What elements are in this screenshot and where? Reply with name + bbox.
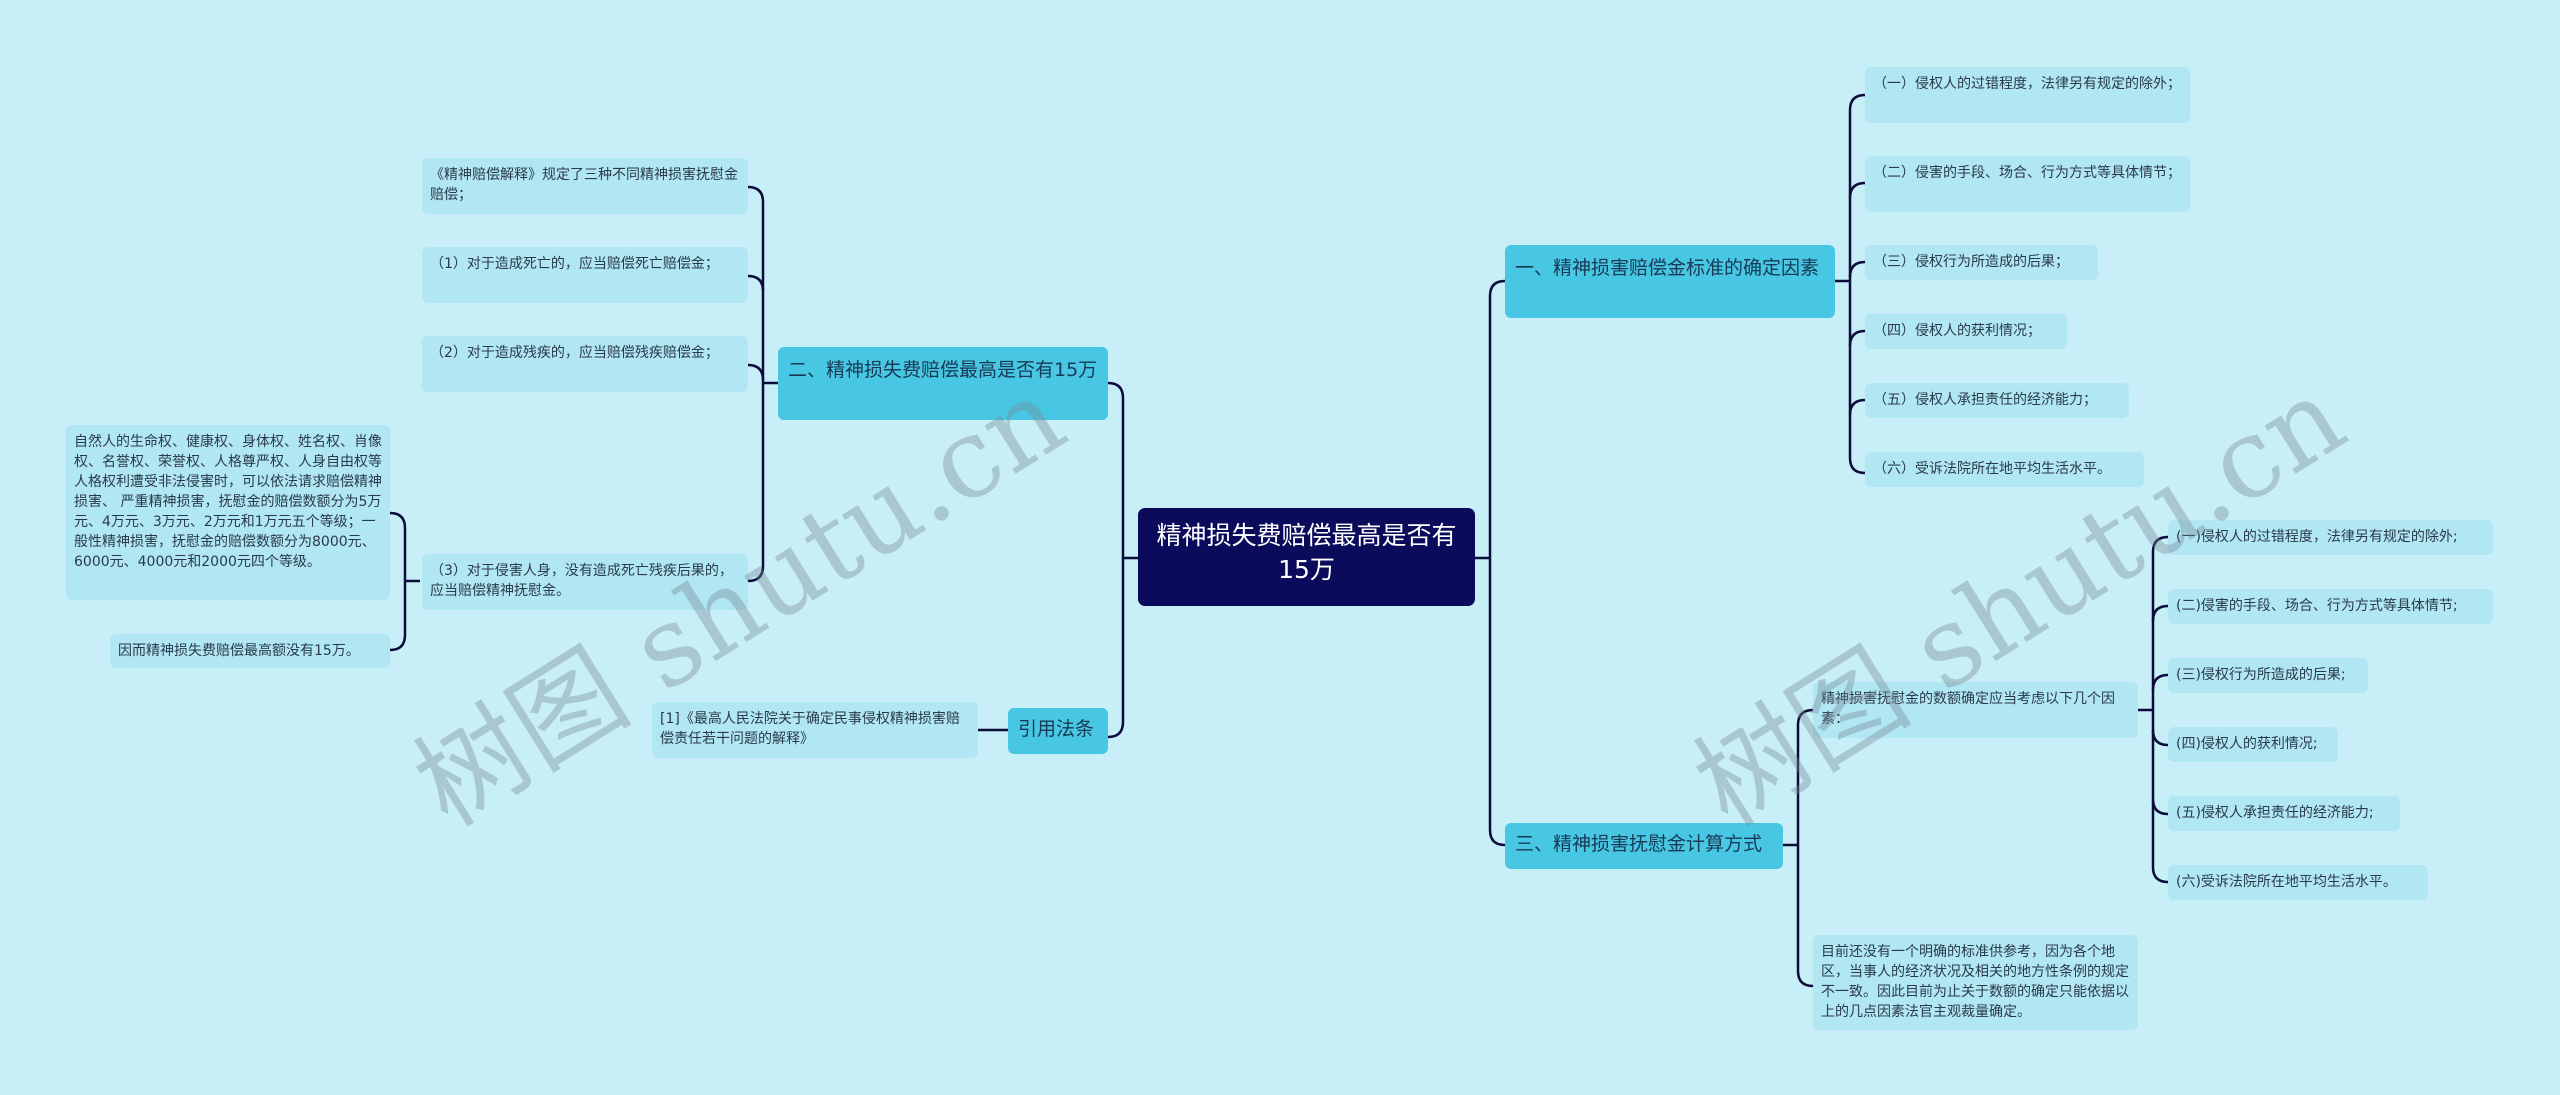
branch-one-child-4[interactable]: （四）侵权人的获利情况； xyxy=(1865,314,2067,349)
branch-one-label: 一、精神损害赔偿金标准的确定因素 xyxy=(1515,257,1820,279)
branch-three-node[interactable]: 三、精神损害抚慰金计算方式 xyxy=(1505,823,1783,869)
branch-one-child-3[interactable]: （三）侵权行为所造成的后果； xyxy=(1865,245,2098,280)
root-node[interactable]: 精神损失费赔偿最高是否有15万 xyxy=(1138,508,1475,606)
branch-three-child-2[interactable]: 目前还没有一个明确的标准供参考，因为各个地区，当事人的经济状况及相关的地方性条例… xyxy=(1813,935,2138,1030)
branch-three-grandchild-1[interactable]: (一)侵权人的过错程度，法律另有规定的除外; xyxy=(2168,520,2493,555)
branch-two-child-3[interactable]: （2）对于造成残疾的，应当赔偿残疾赔偿金； xyxy=(422,336,748,392)
branch-three-label: 三、精神损害抚慰金计算方式 xyxy=(1515,833,1763,855)
branch-three-grandchild-3[interactable]: (三)侵权行为所造成的后果; xyxy=(2168,658,2368,693)
branch-one-child-2[interactable]: （二）侵害的手段、场合、行为方式等具体情节； xyxy=(1865,156,2190,212)
branch-two-label: 二、精神损失费赔偿最高是否有15万 xyxy=(788,359,1098,381)
citation-node[interactable]: 引用法条 xyxy=(1008,708,1108,754)
branch-three-grandchild-6[interactable]: (六)受诉法院所在地平均生活水平。 xyxy=(2168,865,2428,900)
grandchild-conclusion[interactable]: 因而精神损失费赔偿最高额没有15万。 xyxy=(110,634,390,668)
citation-label: 引用法条 xyxy=(1018,718,1095,740)
branch-three-grandchild-5[interactable]: (五)侵权人承担责任的经济能力; xyxy=(2168,796,2400,831)
branch-two-node[interactable]: 二、精神损失费赔偿最高是否有15万 xyxy=(778,347,1108,420)
branch-three-child-1[interactable]: 精神损害抚慰金的数额确定应当考虑以下几个因素： xyxy=(1813,682,2138,738)
branch-three-grandchild-4[interactable]: (四)侵权人的获利情况; xyxy=(2168,727,2338,762)
branch-one-child-6[interactable]: （六）受诉法院所在地平均生活水平。 xyxy=(1865,452,2144,487)
root-label: 精神损失费赔偿最高是否有15万 xyxy=(1156,521,1457,584)
branch-three-grandchild-2[interactable]: (二)侵害的手段、场合、行为方式等具体情节; xyxy=(2168,589,2493,624)
branch-two-child-2[interactable]: （1）对于造成死亡的，应当赔偿死亡赔偿金； xyxy=(422,247,748,303)
branch-one-node[interactable]: 一、精神损害赔偿金标准的确定因素 xyxy=(1505,245,1835,318)
citation-child[interactable]: [1]《最高人民法院关于确定民事侵权精神损害赔偿责任若干问题的解释》 xyxy=(652,702,978,758)
grandchild-damage-levels[interactable]: 自然人的生命权、健康权、身体权、姓名权、肖像权、名誉权、荣誉权、人格尊严权、人身… xyxy=(66,425,390,600)
branch-one-child-1[interactable]: （一）侵权人的过错程度，法律另有规定的除外； xyxy=(1865,67,2190,123)
branch-two-child-4[interactable]: （3）对于侵害人身，没有造成死亡残疾后果的，应当赔偿精神抚慰金。 xyxy=(422,554,748,610)
branch-one-child-5[interactable]: （五）侵权人承担责任的经济能力； xyxy=(1865,383,2129,418)
branch-two-child-1[interactable]: 《精神赔偿解释》规定了三种不同精神损害抚慰金赔偿； xyxy=(422,158,748,214)
